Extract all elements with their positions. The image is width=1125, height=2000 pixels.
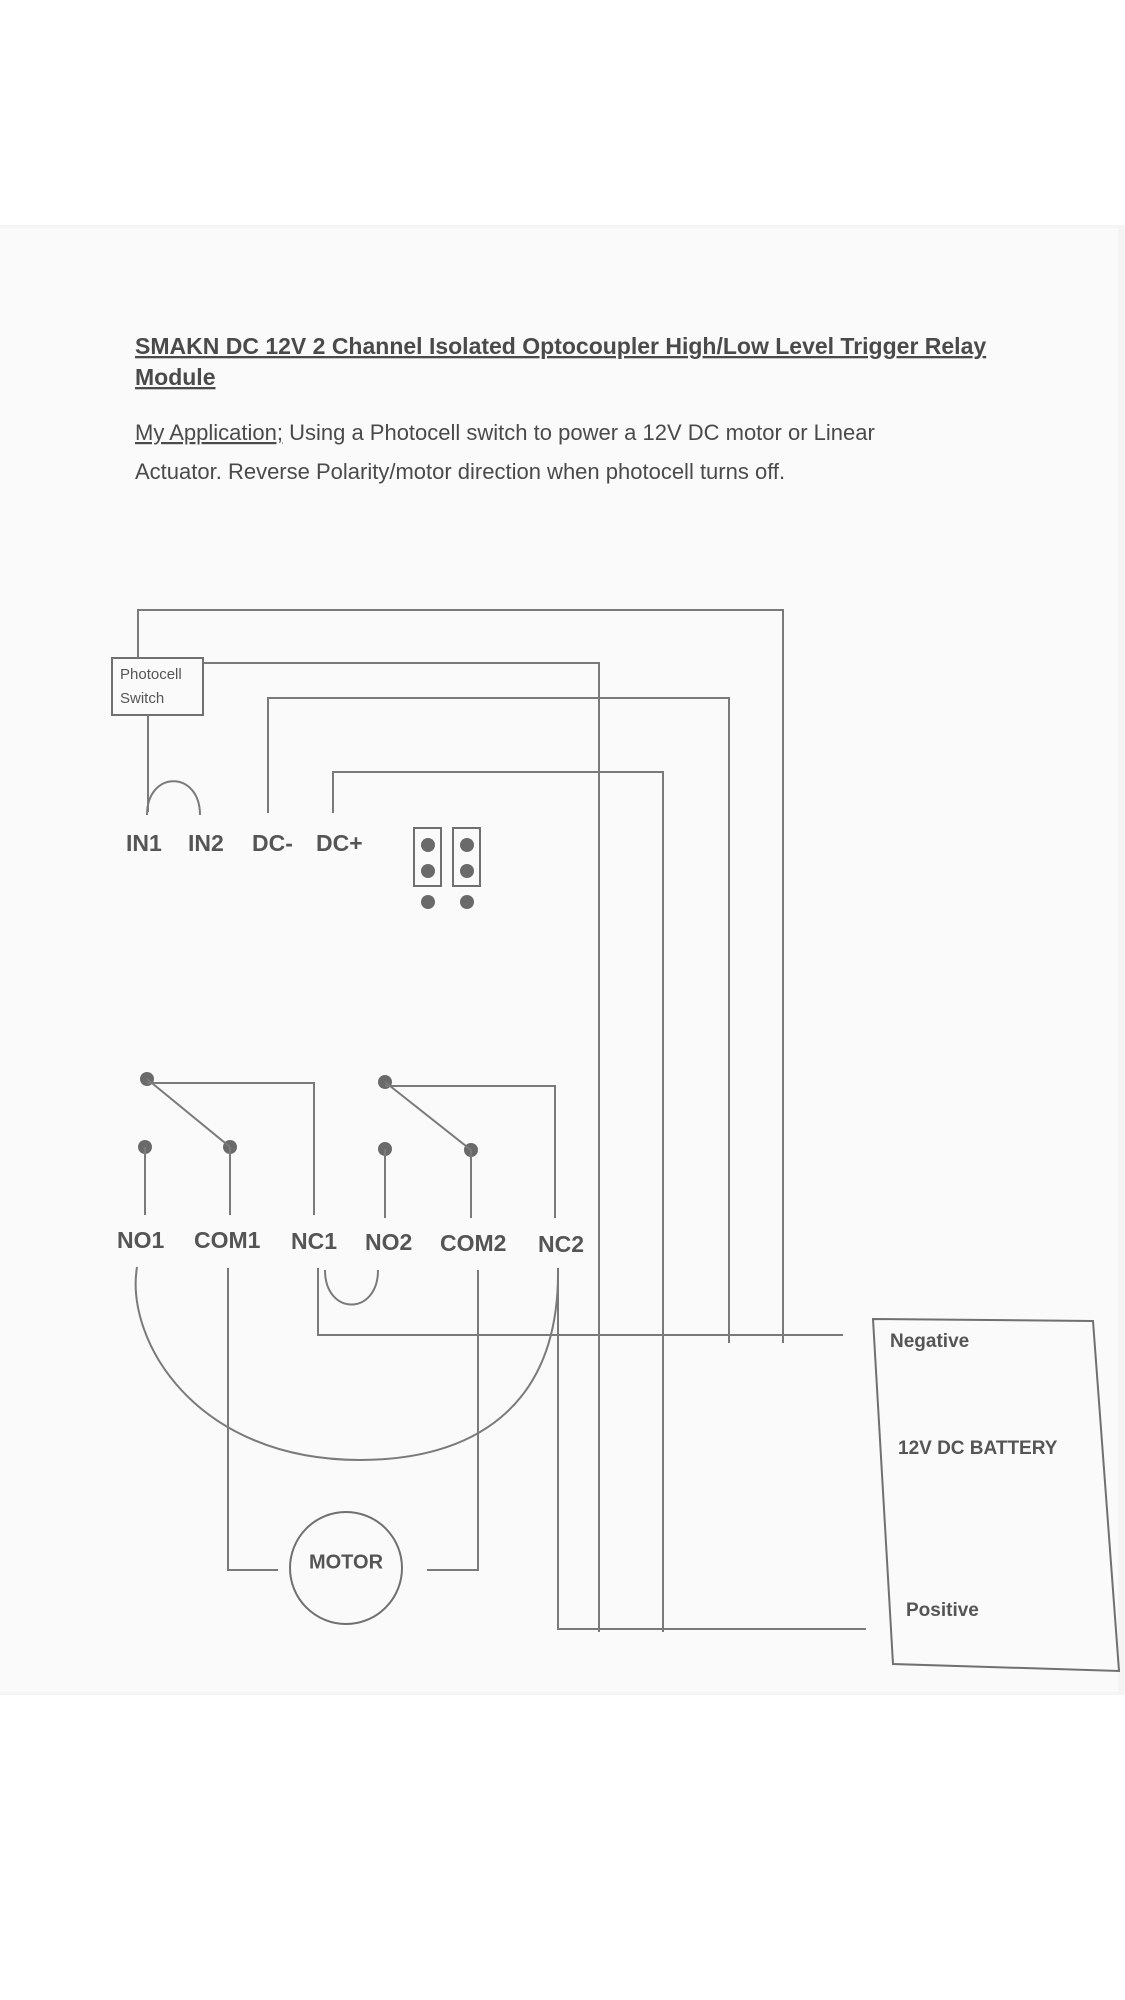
battery-positive-label: Positive <box>906 1600 979 1621</box>
wire-com1-to-motor <box>227 1268 278 1571</box>
photocell-label-line2: Switch <box>120 690 164 707</box>
terminal-com1-label: COM1 <box>194 1227 261 1253</box>
relay2-switch-arm <box>384 1081 472 1151</box>
battery-negative-label: Negative <box>890 1331 969 1352</box>
jumper-pin <box>460 838 474 852</box>
jumper-nc1-to-no2 <box>324 1269 379 1306</box>
terminal-dcplus-label: DC+ <box>316 830 363 856</box>
photocell-label-line1: Photocell <box>120 666 182 683</box>
application-label: My Application; <box>135 420 283 445</box>
wire-com2-to-motor <box>427 1270 479 1571</box>
jumper-pin <box>460 864 474 878</box>
application-text-line2: Actuator. Reverse Polarity/motor directi… <box>135 459 785 484</box>
battery-label: 12V DC BATTERY <box>898 1438 1058 1459</box>
terminal-nc2-label: NC2 <box>538 1231 584 1257</box>
wire-photocell-to-nc2 <box>137 609 784 1343</box>
relay2-nc-trace <box>385 1085 556 1218</box>
jumper-pin <box>421 895 435 909</box>
jumper-no1-to-nc2 <box>134 1266 560 1462</box>
application-text-line1: My Application; Using a Photocell switch… <box>135 420 875 445</box>
jumper-header-left <box>413 827 442 887</box>
terminal-dcminus-label: DC- <box>252 830 293 856</box>
jumper-header-right <box>452 827 481 887</box>
terminal-nc1-label: NC1 <box>291 1228 337 1254</box>
document-title-line2: Module <box>135 364 216 390</box>
battery-box <box>871 1317 1121 1673</box>
jumper-in1-in2 <box>146 780 201 816</box>
jumper-pin <box>421 838 435 852</box>
wire-dcminus-to-negative <box>267 697 730 1343</box>
document-title-line1: SMAKN DC 12V 2 Channel Isolated Optocoup… <box>135 333 986 359</box>
motor-label: MOTOR <box>309 1551 384 1573</box>
wire-photocell-to-positive-a <box>203 662 600 1632</box>
wire-dcplus-to-positive <box>332 771 664 1632</box>
terminal-no1-label: NO1 <box>117 1227 165 1253</box>
wire-nc2-to-positive <box>557 1268 866 1630</box>
terminal-com2-label: COM2 <box>440 1230 506 1256</box>
application-desc-line1: Using a Photocell switch to power a 12V … <box>283 420 875 445</box>
relay1-nc-trace <box>147 1082 315 1215</box>
terminal-in1-label: IN1 <box>126 830 162 856</box>
terminal-no2-label: NO2 <box>365 1229 412 1255</box>
motor-symbol <box>289 1511 403 1625</box>
jumper-pin <box>460 895 474 909</box>
wire-nc1-to-negative <box>317 1268 843 1336</box>
jumper-pin <box>421 864 435 878</box>
relay1-switch-arm <box>146 1078 231 1148</box>
terminal-in2-label: IN2 <box>188 830 224 856</box>
photocell-switch-box <box>111 657 204 716</box>
